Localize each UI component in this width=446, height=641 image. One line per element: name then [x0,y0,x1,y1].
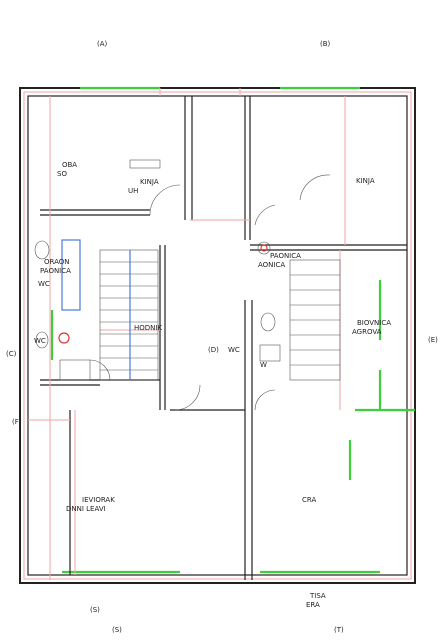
windows [50,86,415,574]
label-kupaonica-right-1: PAONICA [270,252,301,260]
staircase [99,249,341,381]
label-mid-center: (D) [208,346,219,354]
label-left-marker: (F) [12,418,22,426]
label-dnevni-2: DNNI LEAVI [66,505,106,513]
interior-walls [40,96,407,580]
outer-walls [19,87,416,584]
label-bottom-left-2: (S) [112,626,122,634]
label-kinja-right: KINJA [356,177,375,185]
label-right-edge: (E) [428,336,438,344]
room-labels: (A) (B) OBA SO KINJA UH ORAON PAONICA WC… [6,40,438,634]
label-mid-left: (C) [6,350,17,358]
label-dnevni-1: IEVIORAK [82,496,115,504]
label-biovnica-1: BIOVNICA [357,319,391,327]
label-bottom-right: (T) [334,626,344,634]
label-top-left: (A) [97,40,108,48]
label-soba-1: OBA [62,161,77,169]
label-kupaonica-2: PAONICA [40,267,71,275]
label-terasa-2: ERA [306,601,320,609]
label-terasa-1: TISA [309,592,326,600]
fixtures [34,159,281,381]
label-wc-left: WC [34,337,46,345]
label-right-room: CRA [302,496,316,504]
label-wc-center: WC [228,346,240,354]
label-soba-2: SO [57,170,67,178]
label-hodnik: HODNIK [134,324,162,332]
label-kupaonica-1: ORAON [44,258,70,266]
label-wc-center-2: W [260,361,267,369]
door-swings [89,174,331,411]
label-biovnica-2: AGROVA [352,328,382,336]
label-kuhinja-2: UH [128,187,138,195]
label-kupaonica-3: WC [38,280,50,288]
label-kupaonica-right-2: AONICA [258,261,285,269]
label-bottom-left-1: (S) [90,606,100,614]
label-kuhinja-1: KINJA [140,178,159,186]
label-top-right: (B) [320,40,331,48]
